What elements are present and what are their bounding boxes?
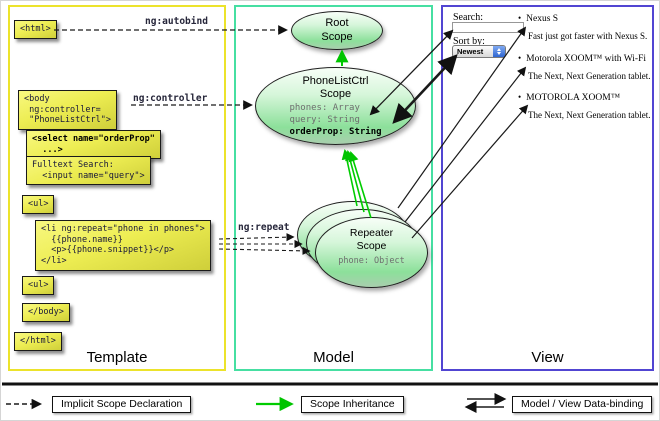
code-box-html-close: </html> (14, 332, 62, 351)
bullet-icon: • (518, 92, 522, 102)
phone-snippet: The Next, Next Generation tablet. (528, 110, 651, 120)
view-column-label: View (531, 349, 564, 366)
template-column-label: Template (86, 349, 148, 366)
prop-phone: phone: Object (338, 256, 405, 267)
prop-phones: phones: Array (289, 103, 360, 114)
code-box-fulltext-search: Fulltext Search: <input name="query"> (26, 156, 151, 186)
bullet-icon: • (518, 53, 522, 63)
legend-model-view-data-binding: Model / View Data-binding (512, 396, 653, 413)
model-column: Model (234, 5, 433, 371)
ng-repeat-label: ng:repeat (238, 222, 290, 233)
prop-query: query: String (289, 115, 360, 126)
phone-list-item: • MOTOROLA XOOM™ The Next, Next Generati… (518, 92, 652, 120)
phone-snippet: Fast just got faster with Nexus S. (528, 31, 648, 41)
phone-name: Motorola XOOM™ with Wi-Fi (526, 54, 647, 64)
ng-autobind-label: ng:autobind (145, 16, 208, 27)
model-column-label: Model (313, 349, 354, 366)
root-scope-ellipse: Root Scope (291, 11, 383, 50)
phone-name: Nexus S (526, 14, 559, 24)
phone-name: MOTOROLA XOOM™ (526, 93, 621, 103)
dropdown-stepper-icon (493, 46, 505, 57)
code-box-ul-open: <ul> (22, 195, 55, 214)
sort-dropdown[interactable]: Newest (452, 45, 506, 58)
phonelistctrl-scope-ellipse: PhoneListCtrl Scope phones: Array query:… (255, 67, 416, 145)
phone-list-item: • Nexus S Fast just got faster with Nexu… (518, 13, 652, 41)
code-box-ul-2: <ul> (22, 276, 55, 295)
repeater-scope-ellipse: Repeater Scope phone: Object (315, 217, 428, 288)
phone-list-item: • Motorola XOOM™ with Wi-Fi The Next, Ne… (518, 53, 652, 81)
legend-implicit-scope-declaration: Implicit Scope Declaration (52, 396, 192, 413)
phonelistctrl-scope-props: phones: Array query: String orderProp: S… (289, 103, 381, 138)
search-input[interactable] (452, 22, 524, 33)
search-label: Search: (453, 12, 483, 23)
legend-scope-inheritance: Scope Inheritance (301, 396, 404, 413)
phonelistctrl-scope-title: PhoneListCtrl Scope (302, 75, 369, 101)
code-box-html-open: <html> (14, 20, 57, 39)
code-box-select-orderprop: <select name="orderProp" ...> (26, 130, 161, 160)
repeater-scope-title: Repeater Scope (349, 227, 394, 252)
ng-controller-label: ng:controller (133, 93, 208, 104)
phone-snippet: The Next, Next Generation tablet. (528, 71, 651, 81)
prop-orderprop: orderProp: String (289, 126, 382, 137)
code-box-body-close: </body> (22, 303, 70, 322)
root-scope-title: Root Scope (321, 17, 353, 43)
code-box-body-open: <body ng:controller= "PhoneListCtrl"> (18, 90, 117, 130)
code-box-li-repeat: <li ng:repeat="phone in phones"> {{phone… (35, 220, 211, 271)
bullet-icon: • (518, 13, 522, 23)
sort-dropdown-value: Newest (457, 47, 484, 56)
